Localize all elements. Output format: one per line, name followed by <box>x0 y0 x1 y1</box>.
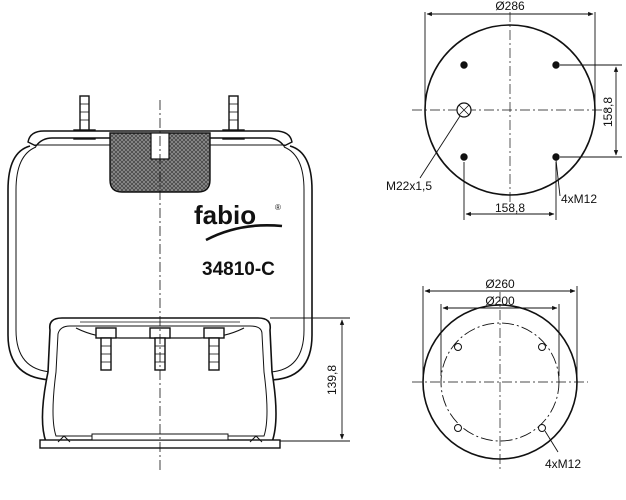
height-dim-label: 139,8 <box>325 365 339 395</box>
top-horizontal-spacing-dim <box>463 162 557 220</box>
top-bolt-spec-label: 4xM12 <box>561 192 597 206</box>
bottom-bolt-hole-bl <box>454 424 462 432</box>
top-stud-right <box>228 95 239 133</box>
bottom-bolt-hole-tr <box>538 343 546 351</box>
side-view <box>7 95 350 470</box>
top-vertical-spacing-label: 158,8 <box>601 97 615 127</box>
bottom-bolt-hole-br <box>538 424 546 432</box>
top-bolt-hole-bl <box>460 153 468 161</box>
top-diameter-dim <box>424 11 596 104</box>
lower-stud-right <box>203 327 225 371</box>
center-thread-label: M22x1,5 <box>386 179 432 193</box>
brand-reg-mark: ® <box>275 203 281 212</box>
bottom-bolt-spec-label: 4xM12 <box>545 457 581 471</box>
top-diameter-label: Ø286 <box>495 0 525 13</box>
part-number: 34810-C <box>202 259 275 280</box>
bottom-view <box>412 286 588 470</box>
top-stud-left <box>79 95 90 133</box>
bottom-bolt-hole-tl <box>454 343 462 351</box>
bottom-inner-diameter-dim <box>440 304 560 376</box>
brand-logo: fabio <box>194 200 256 230</box>
bottom-inner-diameter-label: Ø200 <box>485 294 515 308</box>
top-bolt-hole-tr <box>552 61 560 69</box>
brand-swoosh <box>205 224 283 242</box>
top-bolt-hole-tl <box>460 61 468 69</box>
lower-stud-left <box>95 327 117 371</box>
top-view <box>412 11 622 220</box>
height-dimension <box>270 317 350 442</box>
top-vertical-spacing-dim <box>560 64 622 158</box>
top-horizontal-spacing-label: 158,8 <box>495 201 525 215</box>
bottom-outer-diameter-label: Ø260 <box>485 277 515 291</box>
top-bolt-hole-br <box>552 153 560 161</box>
bottom-outer-diameter-dim <box>422 286 578 376</box>
bellows-outline <box>7 145 313 381</box>
